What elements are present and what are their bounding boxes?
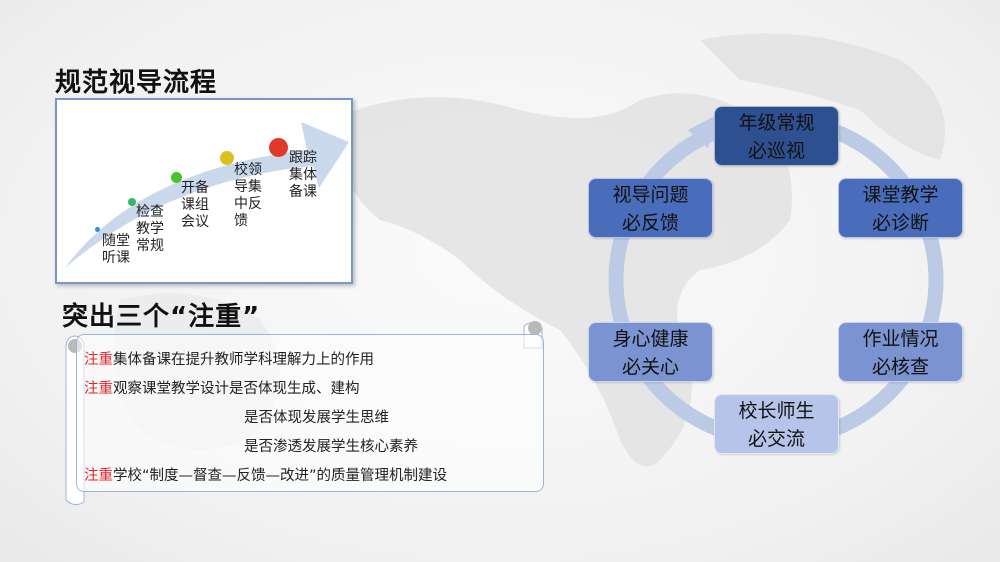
- step-label-3: 开备课组会议: [181, 180, 209, 230]
- cycle-item-health: 身心健康必关心: [588, 322, 713, 382]
- step-label-2: 检查教学常规: [136, 204, 164, 254]
- emphasis-line-1: 注重集体备课在提升教师学科理解力上的作用: [84, 348, 374, 369]
- cycle-item-classroom: 课堂教学必诊断: [838, 178, 963, 238]
- cycle-item-line2: 必反馈: [621, 212, 679, 234]
- emphasis-line-4: 是否渗透发展学生核心素养: [244, 439, 418, 455]
- cycle-item-line1: 身心健康: [612, 328, 689, 350]
- scroll-body: [76, 334, 544, 492]
- cycle-item-line2: 必诊断: [871, 212, 929, 234]
- cycle-item-line1: 课堂教学: [862, 184, 939, 206]
- step-label-5: 跟踪集体备课: [289, 150, 317, 200]
- step-dot-5: [269, 138, 288, 157]
- line-text: 观察课堂教学设计是否体现生成、建构: [113, 381, 360, 397]
- step-label-4: 校领导集中反馈: [234, 162, 262, 229]
- cycle-item-line1: 年级常规: [738, 112, 815, 134]
- flow-title: 规范视导流程: [55, 68, 218, 98]
- cycle-item-homework: 作业情况必核查: [838, 322, 963, 382]
- cycle-item-line2: 必巡视: [747, 140, 805, 162]
- keyword: 注重: [84, 381, 113, 397]
- emphasis-scroll: 注重集体备课在提升教师学科理解力上的作用 注重观察课堂教学设计是否体现生成、建构…: [58, 318, 544, 508]
- cycle-item-grade-routine: 年级常规必巡视: [714, 106, 839, 166]
- emphasis-line-2: 注重观察课堂教学设计是否体现生成、建构: [84, 377, 360, 398]
- step-label-1: 随堂听课: [102, 233, 130, 266]
- cycle-item-line1: 校长师生: [738, 400, 815, 422]
- step-dot-2: [128, 198, 136, 206]
- cycle-item-line2: 必交流: [747, 428, 805, 450]
- step-dot-4: [220, 151, 234, 165]
- step-dot-3: [171, 172, 182, 183]
- emphasis-line-5: 注重学校“制度—督查—反馈—改进”的质量管理机制建设: [84, 464, 447, 485]
- cycle-item-line1: 作业情况: [862, 328, 939, 350]
- cycle-item-line1: 视导问题: [612, 184, 689, 206]
- emphasis-line-3: 是否体现发展学生思维: [244, 410, 389, 426]
- line-text: 学校“制度—督查—反馈—改进”的质量管理机制建设: [113, 468, 448, 484]
- cycle-item-feedback: 视导问题必反馈: [588, 178, 713, 238]
- cycle-item-principal: 校长师生必交流: [714, 394, 839, 454]
- step-dot-1: [95, 227, 100, 232]
- line-text: 集体备课在提升教师学科理解力上的作用: [113, 352, 374, 368]
- cycle-item-line2: 必关心: [621, 356, 679, 378]
- emphasis-title: 突出三个“注重”: [62, 302, 261, 332]
- keyword: 注重: [84, 352, 113, 368]
- cycle-item-line2: 必核查: [871, 356, 929, 378]
- flow-chart: 随堂听课 检查教学常规 开备课组会议 校领导集中反馈 跟踪集体备课: [55, 98, 353, 284]
- flow-arrow: [65, 122, 349, 268]
- keyword: 注重: [84, 468, 113, 484]
